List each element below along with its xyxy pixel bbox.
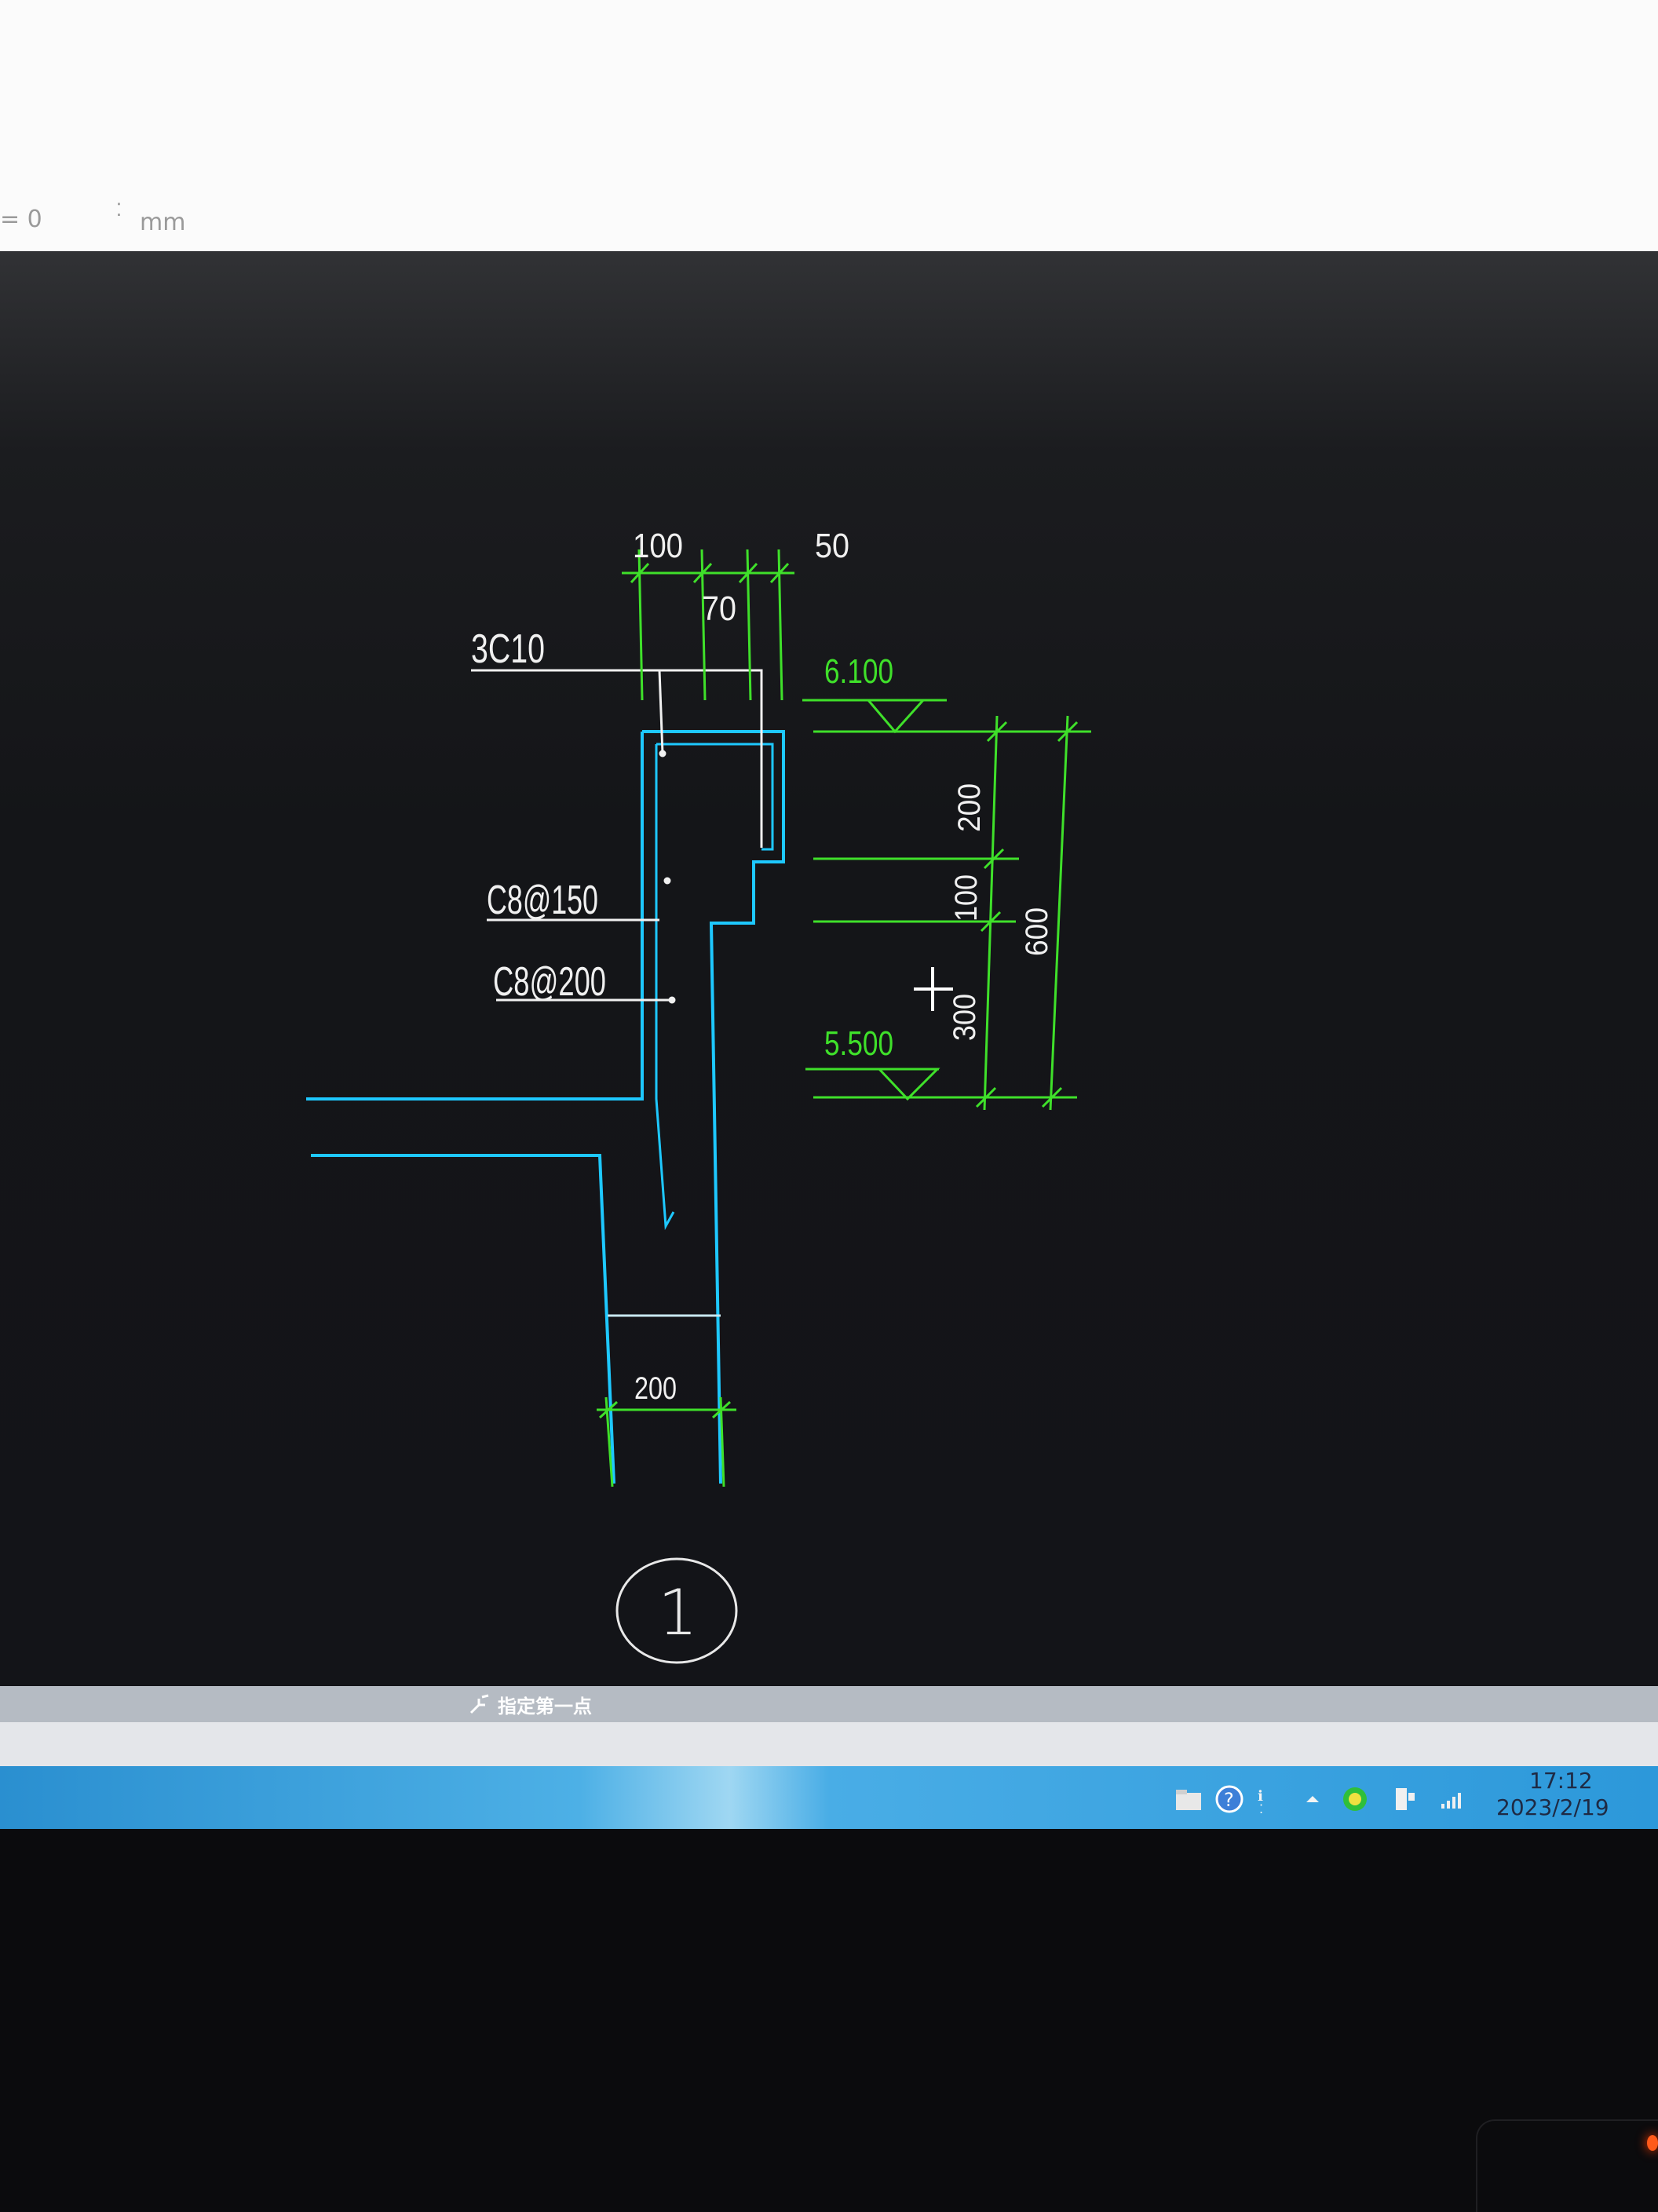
- rebar-label-3c10: 3C10: [471, 626, 545, 672]
- outline-left-lower: [311, 1154, 615, 1484]
- rebar-stirrup: [655, 743, 774, 1231]
- rebar-leaders: [471, 669, 763, 1004]
- elevation-marks: [802, 699, 947, 1101]
- spinner-arrows-icon[interactable]: ⁚: [116, 201, 122, 221]
- dim-top-50: 50: [815, 527, 849, 565]
- ribbon-toolbar: = 0 ⁚ mm: [0, 0, 1658, 251]
- outline-left-upper: [306, 732, 644, 1101]
- command-prompt: 指定第一点: [498, 1696, 592, 1717]
- command-arrow-icon: [469, 1694, 489, 1714]
- security-icon[interactable]: [1339, 1783, 1371, 1815]
- leader-3c10-drop: [658, 670, 664, 754]
- cursor-crosshair: [914, 967, 953, 1011]
- windows-taskbar: ? ℹ⁚: [0, 1766, 1658, 1829]
- svg-text:ℹ: ℹ: [1258, 1788, 1263, 1805]
- dim-right-300: 300: [948, 994, 982, 1041]
- stirrup-inner: [655, 744, 675, 1231]
- section-mark: 1: [615, 1557, 738, 1664]
- help-icon[interactable]: ?: [1214, 1783, 1245, 1815]
- stirrup-outer: [656, 743, 774, 851]
- outline-upper-right: [642, 730, 785, 1484]
- clock-date[interactable]: 2023/2/19: [1496, 1794, 1609, 1820]
- unit-label: mm: [140, 209, 186, 236]
- status-bar: [0, 1722, 1658, 1766]
- system-tray: ? ℹ⁚: [1173, 1776, 1487, 1820]
- rebar-label-c8-150: C8@150: [487, 878, 598, 923]
- power-led: [1647, 2135, 1658, 2151]
- svg-text:?: ?: [1224, 1789, 1234, 1811]
- dim-top-70: 70: [702, 590, 736, 628]
- bottom-dimension: [597, 1396, 736, 1487]
- drawing-canvas[interactable]: 3C10 C8@150 C8@200 100 70 50: [0, 251, 1658, 1686]
- usb-icon[interactable]: [1390, 1783, 1421, 1815]
- cad-section-drawing: 3C10 C8@150 C8@200 100 70 50: [306, 527, 1091, 1664]
- top-dimension-chain: [622, 549, 794, 701]
- monitor-bezel-edge: [1476, 2119, 1658, 2212]
- show-hidden-icons-arrow[interactable]: [1297, 1783, 1328, 1815]
- dim-bottom-200: 200: [634, 1371, 677, 1406]
- leader-3c10: [471, 669, 763, 848]
- elevation-top-label: 6.100: [824, 652, 893, 691]
- dim-right-200: 200: [952, 783, 987, 832]
- dim-right-100: 100: [949, 874, 984, 922]
- folder-icon[interactable]: [1173, 1783, 1204, 1815]
- section-outline: [306, 730, 785, 1484]
- angle-value: = 0: [0, 206, 42, 233]
- elev-top-triangle: [867, 699, 926, 734]
- signal-icon[interactable]: [1437, 1783, 1468, 1815]
- dim-right-600: 600: [1020, 907, 1054, 956]
- elev-bottom-triangle: [878, 1068, 940, 1101]
- svg-text:⁚: ⁚: [1259, 1801, 1263, 1815]
- command-line[interactable]: 指定第一点: [0, 1686, 1658, 1722]
- network-icon[interactable]: ℹ⁚: [1251, 1783, 1283, 1815]
- right-dimension-chain: [813, 715, 1091, 1111]
- rebar-label-c8-200: C8@200: [493, 959, 606, 1005]
- dim-top-100: 100: [633, 527, 683, 565]
- section-mark-number: 1: [658, 1576, 698, 1649]
- elevation-bottom-label: 5.500: [824, 1024, 893, 1063]
- monitor-bezel: [0, 1829, 1658, 2212]
- clock-time[interactable]: 17:12: [1529, 1768, 1593, 1794]
